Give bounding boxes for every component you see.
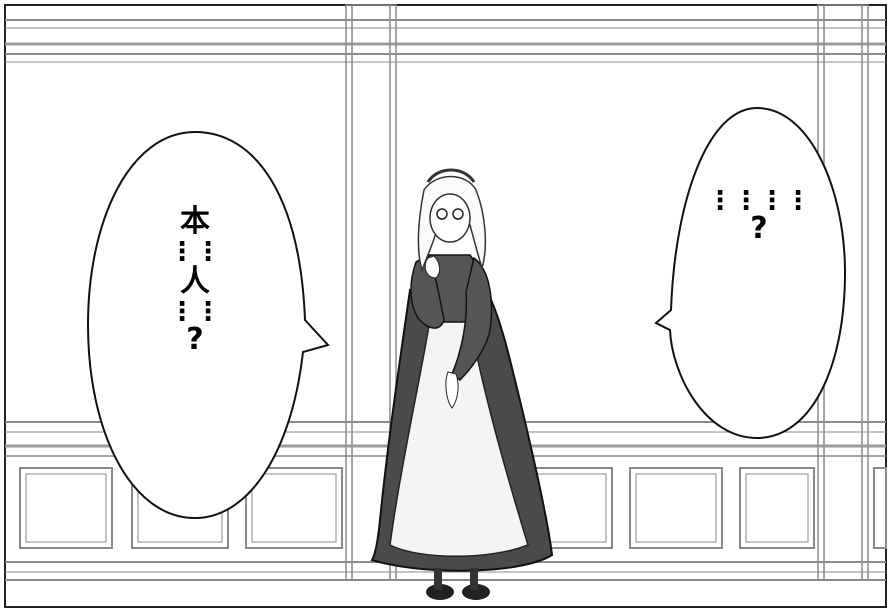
left-bubble-ellipsis-2: ⋮⋮ xyxy=(169,297,221,327)
left-bubble-question: ? xyxy=(186,322,204,357)
left-bubble-line-2: 人 xyxy=(180,264,210,299)
speech-bubble-left xyxy=(86,130,330,520)
right-bubble-question: ? xyxy=(750,211,768,246)
right-bubble-text: ⋮⋮⋮⋮ ? xyxy=(707,188,811,246)
left-bubble-line-1: 本 xyxy=(180,204,210,239)
left-bubble-text: 本 ⋮⋮ 人 ⋮⋮ ? xyxy=(169,204,221,357)
speech-bubble-right xyxy=(654,106,847,440)
left-bubble-ellipsis-1: ⋮⋮ xyxy=(169,237,221,267)
top-moulding xyxy=(5,19,886,63)
maid-character xyxy=(370,168,554,600)
right-bubble-ellipsis: ⋮⋮⋮⋮ xyxy=(707,186,811,216)
